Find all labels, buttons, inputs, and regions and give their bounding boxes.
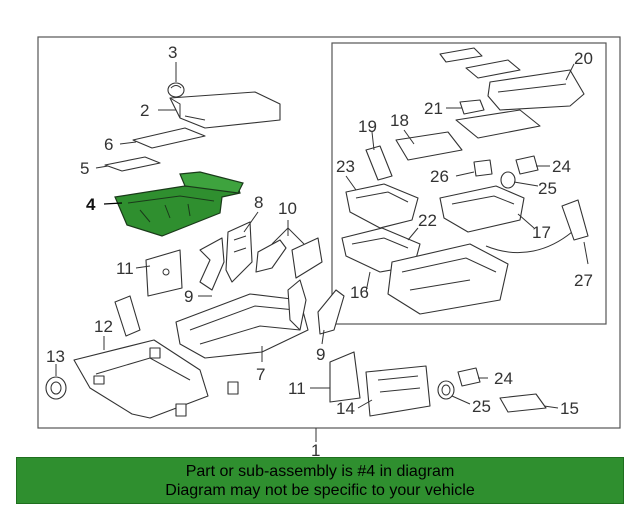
small-clips xyxy=(175,381,239,417)
callout-6: 6 xyxy=(104,135,113,154)
part-13-grommet xyxy=(45,376,67,400)
callout-21: 21 xyxy=(424,99,443,118)
callout-3: 3 xyxy=(168,43,177,62)
part-24-upper-switch xyxy=(515,155,539,175)
part-16-lower-housing xyxy=(387,243,509,315)
part-6-panel xyxy=(132,127,206,149)
banner-line-2: Diagram may not be specific to your vehi… xyxy=(165,481,475,499)
callout-5: 5 xyxy=(80,159,89,178)
diagram-frame xyxy=(37,36,621,429)
callout-9-upper: 9 xyxy=(184,287,193,306)
callout-11-lower: 11 xyxy=(288,379,306,398)
part-25-lower-knob xyxy=(437,380,455,400)
callout-2: 2 xyxy=(140,101,149,120)
callout-27: 27 xyxy=(574,271,593,290)
part-10-brackets xyxy=(255,237,323,279)
callout-25-upper: 25 xyxy=(538,179,557,198)
part-8-bracket xyxy=(225,221,253,283)
banner-line-1: Part or sub-assembly is #4 in diagram xyxy=(185,462,455,480)
callout-1: 1 xyxy=(311,441,320,460)
callout-19: 19 xyxy=(358,117,377,136)
part-14-panel xyxy=(365,365,431,417)
part-26-switch xyxy=(473,159,493,177)
part-2-armrest-pad xyxy=(169,91,281,129)
part-17-bin xyxy=(439,185,525,233)
callout-10: 10 xyxy=(278,199,297,218)
part-12-bracket xyxy=(114,295,141,337)
part-25-upper-knob xyxy=(500,171,516,189)
callout-24-upper: 24 xyxy=(552,157,571,176)
leader-lines xyxy=(55,62,589,442)
callout-16: 16 xyxy=(350,283,369,302)
callout-11-upper: 11 xyxy=(116,259,134,278)
part-7-base-frame xyxy=(175,279,309,359)
part-24-lower-switch xyxy=(457,367,481,387)
part-27-cable xyxy=(485,199,589,254)
callout-23: 23 xyxy=(336,157,355,176)
callout-labels: 3 2 6 5 4 8 10 11 9 12 7 9 13 11 14 25 2… xyxy=(46,43,593,460)
part-23-tray xyxy=(345,183,419,229)
callout-17: 17 xyxy=(532,223,551,242)
callout-9-lower: 9 xyxy=(316,345,325,364)
inset-frame xyxy=(331,42,607,325)
part-20-lid xyxy=(439,47,585,111)
callout-26: 26 xyxy=(430,167,449,186)
part-21-latch xyxy=(459,99,485,115)
callout-20: 20 xyxy=(574,49,593,68)
callout-15: 15 xyxy=(560,399,579,418)
part-19-strip xyxy=(365,145,393,181)
callout-7: 7 xyxy=(256,365,265,384)
callout-4: 4 xyxy=(86,195,96,214)
callout-24-lower: 24 xyxy=(494,369,513,388)
callout-12: 12 xyxy=(94,317,113,336)
part-3-cap xyxy=(167,82,185,98)
part-9-upper-hinge xyxy=(199,237,225,291)
part-inset-bracket xyxy=(455,109,541,139)
part-5-mat xyxy=(104,156,161,172)
part-18-plate xyxy=(395,131,463,161)
part-12-housing xyxy=(73,339,209,419)
part-15-tray xyxy=(499,393,547,413)
callout-13: 13 xyxy=(46,347,65,366)
callout-22: 22 xyxy=(418,211,437,230)
info-banner: Part or sub-assembly is #4 in diagram Di… xyxy=(16,457,624,504)
part-11-upper-bracket xyxy=(145,249,183,297)
part-9-lower-hinge xyxy=(317,289,345,335)
callout-14: 14 xyxy=(336,399,355,418)
callout-25-lower: 25 xyxy=(472,397,491,416)
part-4-storage-bin xyxy=(114,171,244,237)
part-11-lower-bracket xyxy=(329,351,361,403)
callout-8: 8 xyxy=(254,193,263,212)
callout-18: 18 xyxy=(390,111,409,130)
